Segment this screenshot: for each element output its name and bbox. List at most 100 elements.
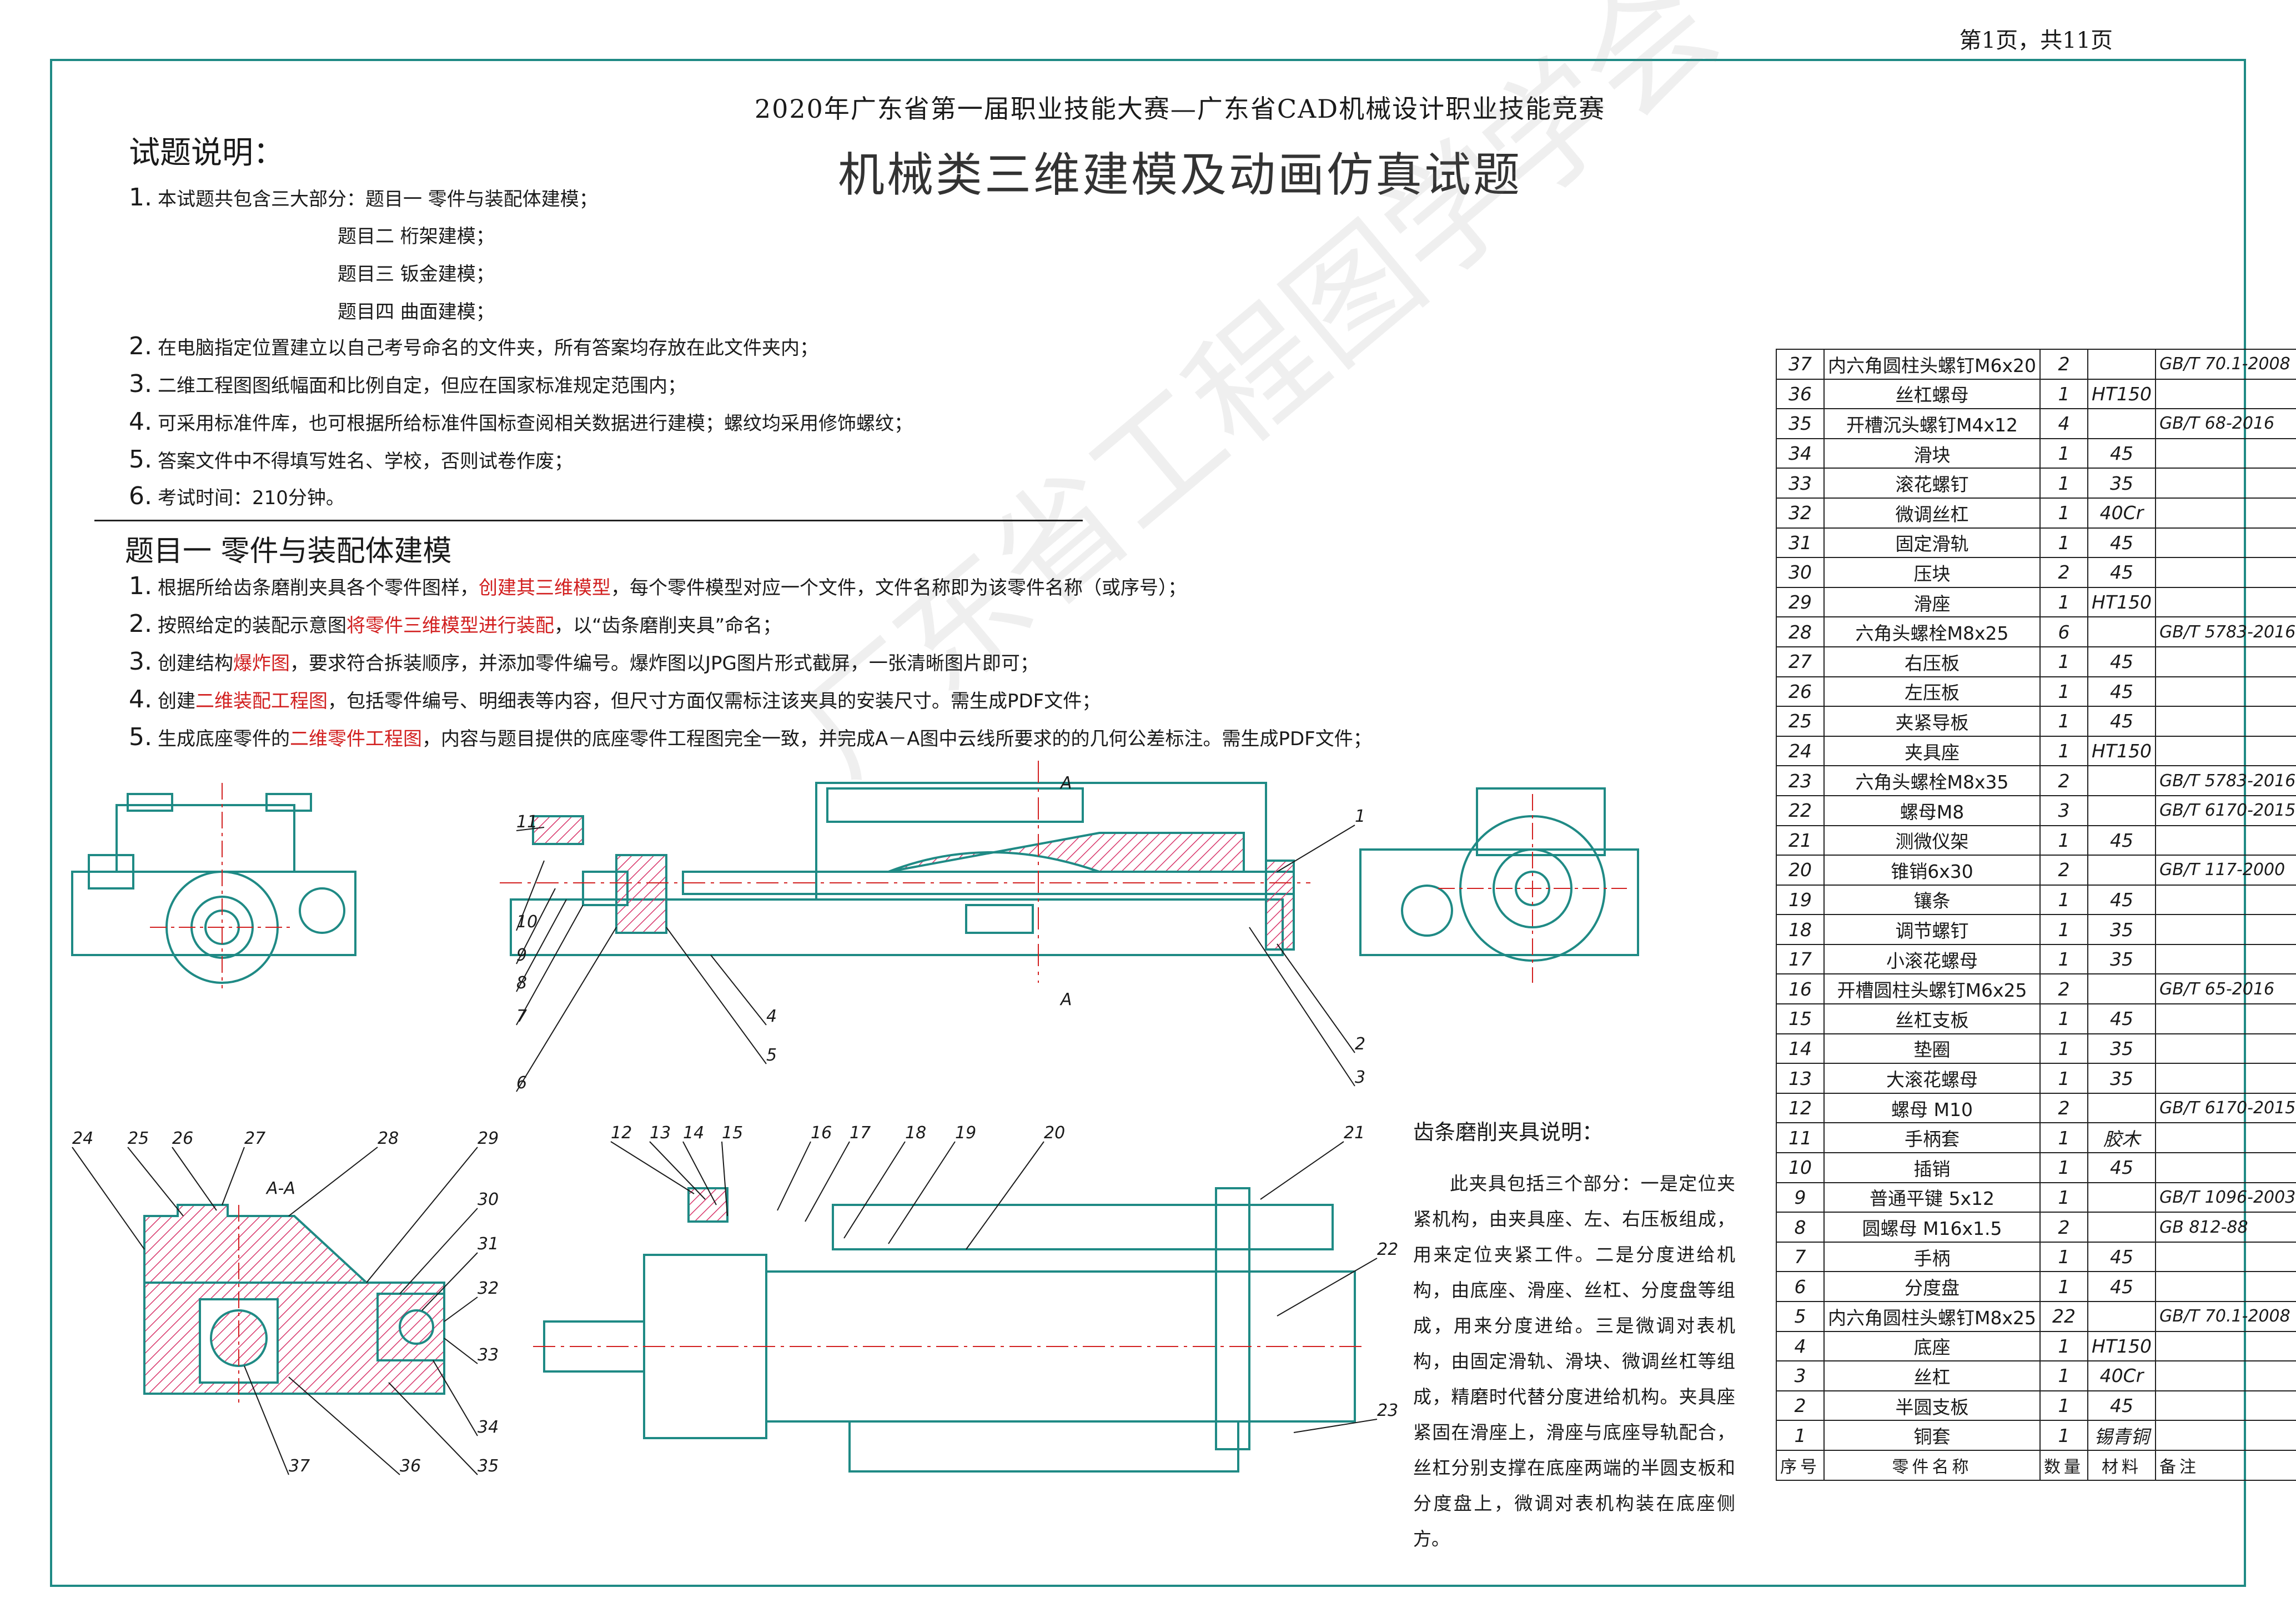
bom-cell: 24 bbox=[1776, 735, 1825, 767]
bom-cell bbox=[2154, 1152, 2296, 1183]
bom-cell bbox=[2154, 914, 2296, 945]
bom-cell: 23 bbox=[1776, 765, 1825, 796]
bom-cell: 25 bbox=[1776, 706, 1825, 737]
part-balloon: 15 bbox=[722, 1123, 743, 1143]
part-balloon: 23 bbox=[1377, 1401, 1398, 1420]
bom-cell bbox=[2087, 1212, 2156, 1243]
bom-cell: 丝杠支板 bbox=[1823, 1003, 2041, 1034]
bom-cell: 1 bbox=[2039, 735, 2088, 767]
part-balloon: 16 bbox=[811, 1123, 832, 1143]
bom-cell: 1 bbox=[2039, 1003, 2088, 1034]
part-balloon: 31 bbox=[478, 1234, 499, 1254]
bom-cell: 40Cr bbox=[2087, 1360, 2156, 1391]
bom-cell: 1 bbox=[2039, 497, 2088, 529]
section-view-label: A-A bbox=[265, 1179, 295, 1198]
instructions-heading: 试题说明： bbox=[129, 135, 284, 171]
bom-cell: 2 bbox=[2039, 349, 2088, 380]
bom-cell: 45 bbox=[2087, 1003, 2156, 1034]
task-item: 5.生成底座零件的二维零件工程图，内容与题目提供的底座零件工程图完全一致，并完成… bbox=[129, 723, 1372, 751]
bom-cell bbox=[2087, 616, 2156, 647]
bom-cell: 内六角圆柱头螺钉M6x20 bbox=[1823, 349, 2041, 380]
bom-cell: 15 bbox=[1776, 1003, 1825, 1034]
section-heading: 题目一 零件与装配体建模 bbox=[125, 535, 452, 568]
leader-line bbox=[516, 827, 545, 831]
bom-cell bbox=[2087, 1182, 2156, 1213]
part-balloon: 36 bbox=[400, 1456, 421, 1476]
part-balloon: 20 bbox=[1044, 1123, 1065, 1143]
bom-cell: 胶木 bbox=[2087, 1122, 2156, 1154]
bom-cell: 10 bbox=[1776, 1152, 1825, 1183]
left-view bbox=[71, 783, 356, 988]
bom-cell: 4 bbox=[1776, 1330, 1825, 1362]
part-balloon: 18 bbox=[905, 1123, 926, 1143]
bom-cell: 17 bbox=[1776, 943, 1825, 975]
bom-cell: 固定滑轨 bbox=[1823, 527, 2041, 559]
bom-cell bbox=[2087, 1301, 2156, 1332]
bom-cell: 1 bbox=[2039, 1420, 2088, 1451]
bom-cell: 1 bbox=[2039, 1330, 2088, 1362]
bom-cell: 45 bbox=[2087, 706, 2156, 737]
bom-header-row: 序号零件名称数量材料备注 bbox=[1776, 1449, 2296, 1481]
leader-line bbox=[127, 1147, 184, 1217]
bom-cell: 圆螺母 M16x1.5 bbox=[1823, 1212, 2041, 1243]
bom-cell: 压块 bbox=[1823, 557, 2041, 588]
bom-cell: 2 bbox=[2039, 1092, 2088, 1124]
bom-cell: 插销 bbox=[1823, 1152, 2041, 1183]
bom-cell bbox=[2154, 1360, 2296, 1391]
bom-cell: 6 bbox=[2039, 616, 2088, 647]
bom-cell bbox=[2154, 884, 2296, 916]
leader-line bbox=[1277, 825, 1355, 872]
bom-cell: 6 bbox=[1776, 1271, 1825, 1302]
leader-line bbox=[516, 888, 556, 964]
bom-cell: 45 bbox=[2087, 527, 2156, 559]
bom-cell: 普通平键 5x12 bbox=[1823, 1182, 2041, 1213]
leader-line bbox=[516, 899, 567, 992]
part-balloon: 1 bbox=[1355, 807, 1365, 826]
bom-cell: 8 bbox=[1776, 1212, 1825, 1243]
bom-cell: 1 bbox=[2039, 676, 2088, 707]
leader-line bbox=[966, 1141, 1044, 1250]
part-balloon: 4 bbox=[766, 1007, 777, 1026]
bom-cell: 29 bbox=[1776, 586, 1825, 618]
bom-cell: 铜套 bbox=[1823, 1420, 2041, 1451]
bom-cell: 螺母 M10 bbox=[1823, 1092, 2041, 1124]
bom-header-cell: 材料 bbox=[2087, 1449, 2156, 1481]
bom-cell: 3 bbox=[1776, 1360, 1825, 1391]
bom-cell: 28 bbox=[1776, 616, 1825, 647]
bom-header-cell: 备注 bbox=[2154, 1449, 2296, 1481]
bom-cell: 1 bbox=[2039, 468, 2088, 499]
bom-cell: 13 bbox=[1776, 1063, 1825, 1094]
leader-line bbox=[433, 1360, 478, 1436]
part-balloon: 26 bbox=[172, 1129, 193, 1148]
leader-line bbox=[444, 1338, 478, 1364]
bom-cell bbox=[2154, 1003, 2296, 1034]
part-balloon: 33 bbox=[478, 1345, 499, 1365]
bom-cell: 45 bbox=[2087, 557, 2156, 588]
bom-cell: GB/T 6170-2015 bbox=[2154, 795, 2296, 826]
part-balloon: 12 bbox=[611, 1123, 632, 1143]
fixture-description-text: 此夹具包括三个部分：一是定位夹紧机构，由夹具座、左、右压板组成，用来定位夹紧工件… bbox=[1413, 1173, 1735, 1550]
section-divider bbox=[94, 520, 1083, 521]
part-balloon: 32 bbox=[478, 1279, 499, 1298]
bom-cell: GB/T 5783-2016 bbox=[2154, 616, 2296, 647]
bom-cell bbox=[2154, 943, 2296, 975]
bom-cell: 32 bbox=[1776, 497, 1825, 529]
bom-cell: 锡青铜 bbox=[2087, 1420, 2156, 1451]
part-balloon: 19 bbox=[955, 1123, 976, 1143]
bom-cell: 45 bbox=[2087, 646, 2156, 677]
leader-line bbox=[288, 1376, 400, 1475]
bom-header-cell: 零件名称 bbox=[1823, 1449, 2041, 1481]
bom-cell: 35 bbox=[2087, 914, 2156, 945]
bom-cell bbox=[2087, 349, 2156, 380]
part-balloon: 29 bbox=[478, 1129, 499, 1148]
